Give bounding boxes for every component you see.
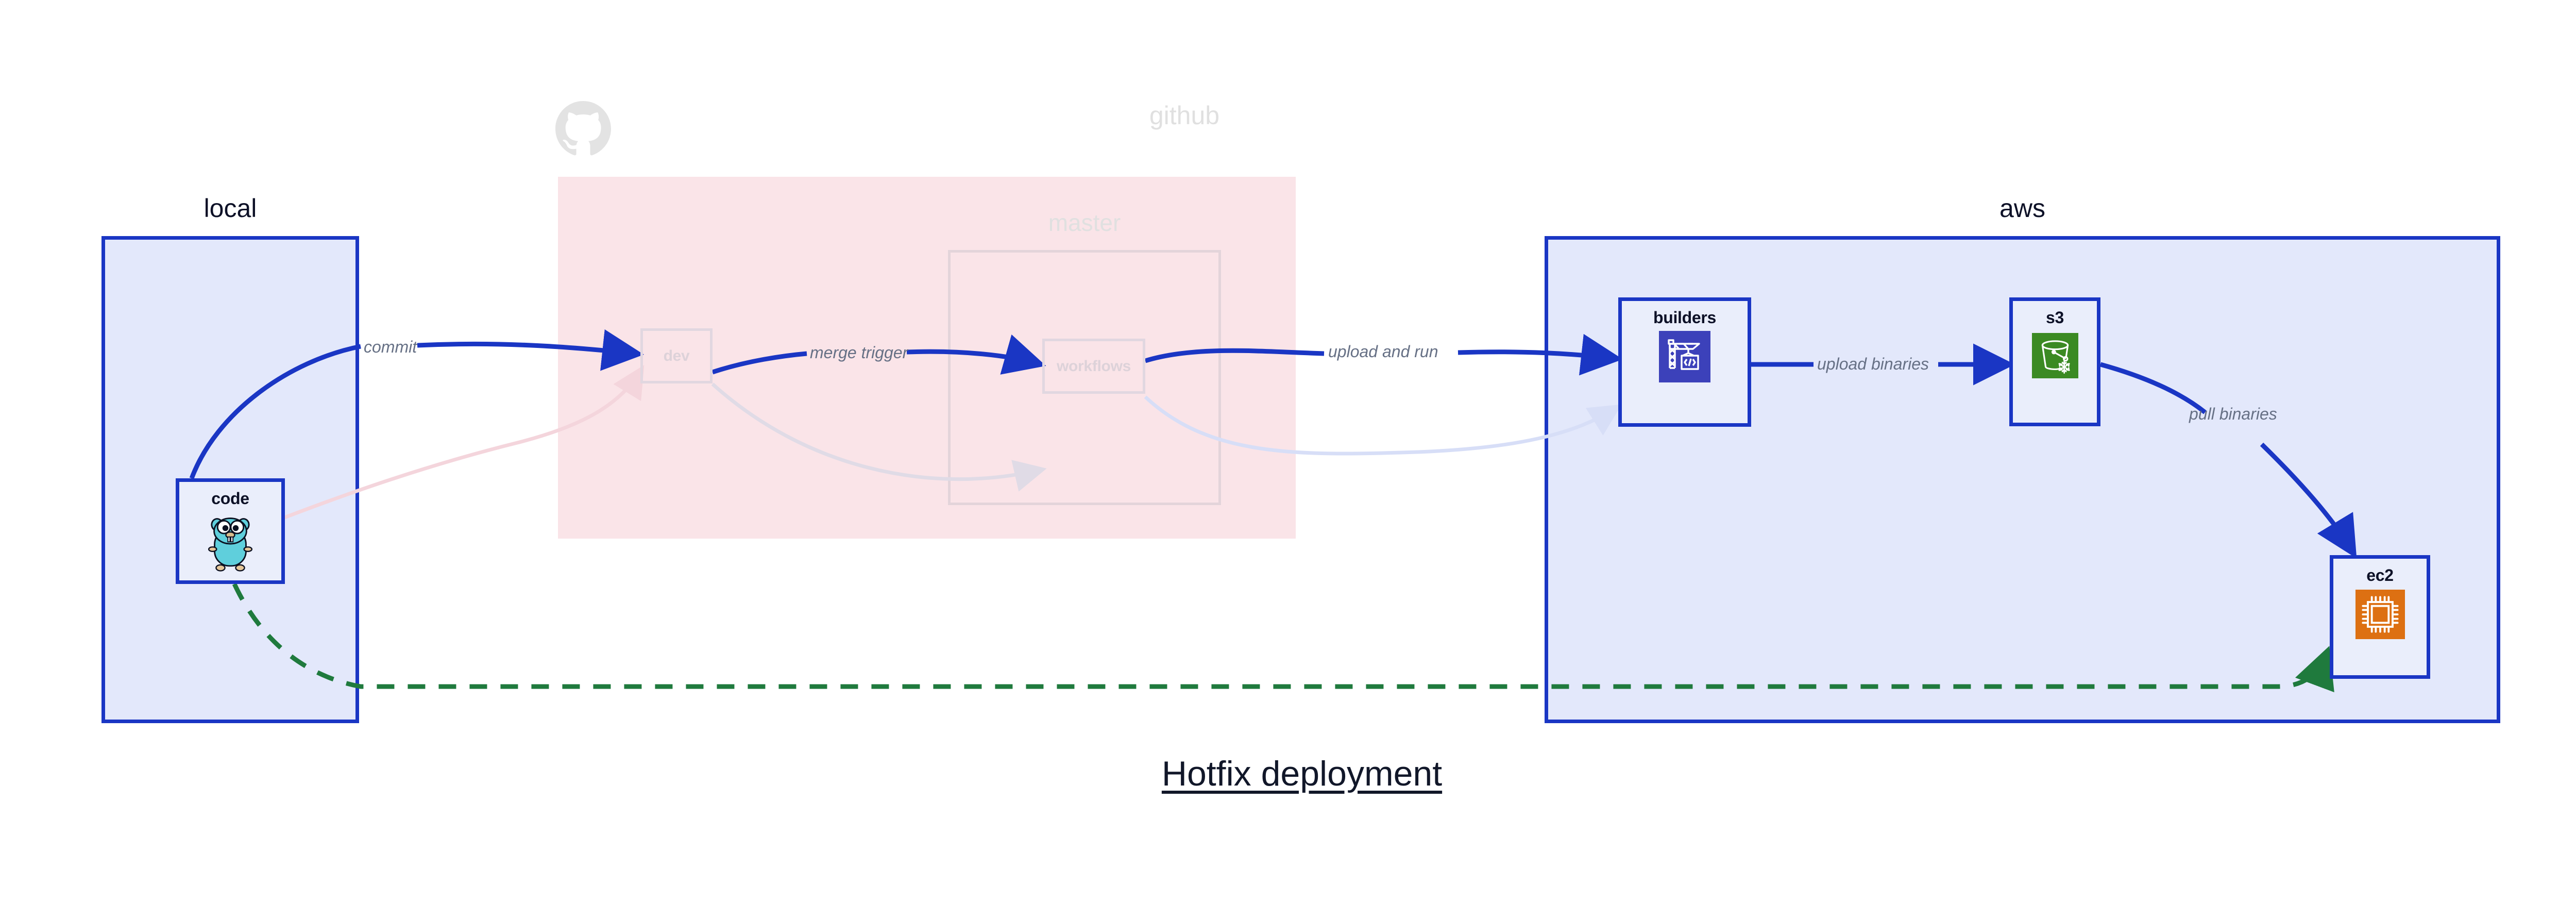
- aws-codebuild-icon: [1659, 331, 1710, 382]
- node-ec2-label: ec2: [2366, 566, 2394, 584]
- github-octocat-icon: [555, 101, 611, 156]
- edge-label-pull-binaries: pull binaries: [2189, 405, 2277, 423]
- node-builders-label: builders: [1653, 308, 1717, 327]
- zone-local-label: local: [204, 194, 257, 223]
- node-builders[interactable]: builders: [1618, 297, 1751, 427]
- edge-label-upload-binaries: upload binaries: [1817, 355, 1929, 373]
- node-s3-label: s3: [2046, 308, 2064, 327]
- zone-master-label: master: [1048, 209, 1121, 236]
- node-workflows[interactable]: workflows: [1042, 339, 1145, 394]
- node-code[interactable]: code: [176, 478, 285, 584]
- node-workflows-label: workflows: [1057, 357, 1131, 375]
- node-dev[interactable]: dev: [640, 328, 713, 383]
- zone-github-label: github: [1149, 101, 1220, 130]
- go-gopher-icon: [208, 517, 253, 572]
- zone-master: [948, 250, 1221, 505]
- zone-aws-label: aws: [1999, 194, 2045, 223]
- aws-s3-glacier-icon: [2031, 333, 2078, 378]
- edge-label-commit: commit: [364, 338, 417, 356]
- edge-label-upload-and-run: upload and run: [1328, 342, 1438, 361]
- edge-label-merge-trigger: merge trigger: [810, 343, 908, 362]
- node-dev-label: dev: [663, 347, 690, 364]
- page-title: Hotfix deployment: [1161, 754, 1443, 793]
- node-s3[interactable]: s3: [2009, 297, 2100, 426]
- aws-ec2-chip-icon: [2355, 590, 2405, 639]
- node-ec2[interactable]: ec2: [2330, 555, 2430, 679]
- node-code-label: code: [211, 489, 249, 508]
